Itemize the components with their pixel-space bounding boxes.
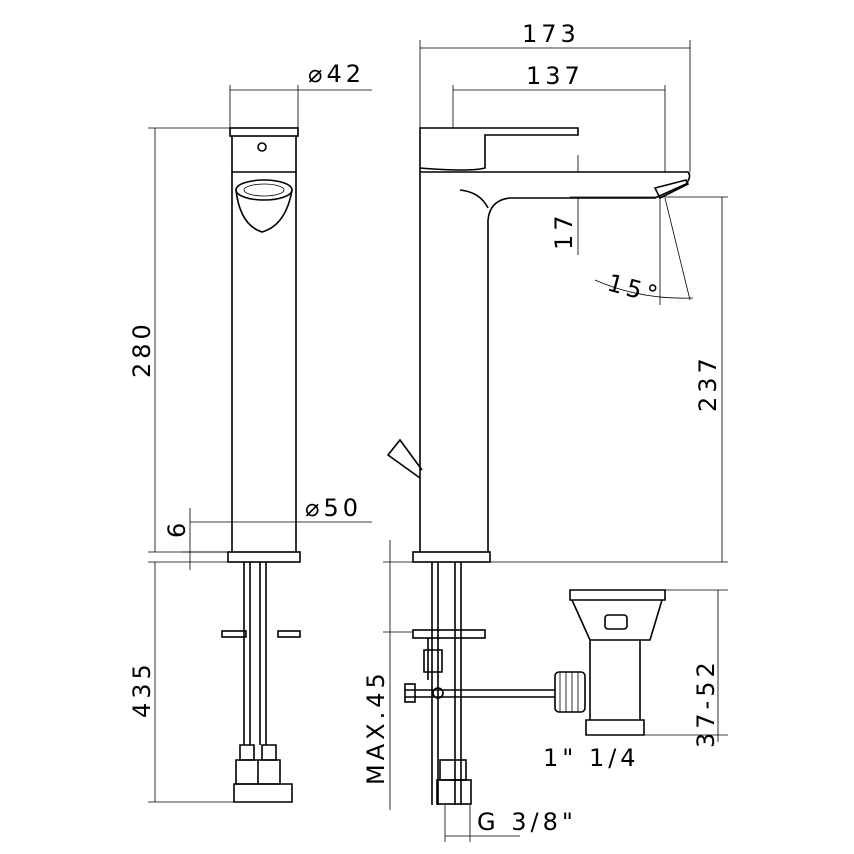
front-view: [221, 127, 301, 803]
hose-length-label: 435: [128, 660, 156, 718]
top-diameter-label: ⌀42: [308, 60, 365, 88]
thread-label: G 3/8": [477, 808, 577, 836]
waste-size-label: 1" 1/4: [543, 744, 640, 772]
spout-offset-label: 17: [550, 211, 578, 250]
waste-range-label: 37-52: [692, 658, 720, 748]
spout-angle-label: 15°: [604, 269, 664, 310]
total-width-label: 173: [522, 20, 580, 48]
dimension-lines: [148, 40, 728, 842]
max-deck-label: MAX.45: [362, 669, 390, 785]
side-view: [386, 127, 691, 805]
total-height-label: 280: [128, 320, 156, 378]
spout-reach-label: 137: [526, 62, 584, 90]
base-thickness-label: 6: [163, 519, 191, 538]
base-diameter-label: ⌀50: [305, 494, 362, 522]
spout-clearance-label: 237: [694, 354, 722, 412]
